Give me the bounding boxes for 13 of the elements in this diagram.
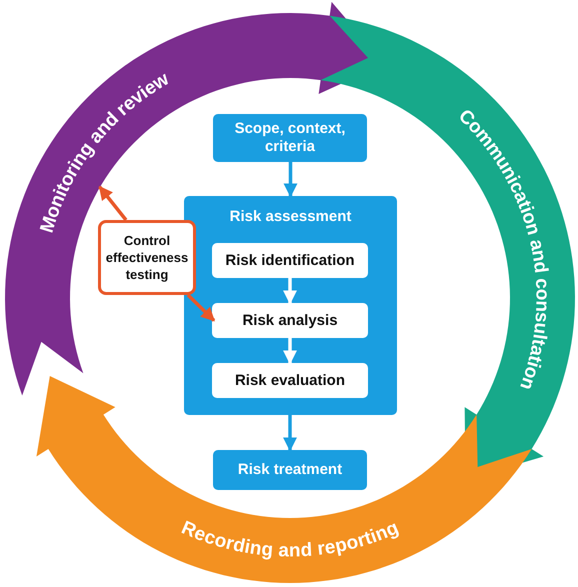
process-box: Risk identification (212, 243, 368, 278)
process-box: Risk evaluation (212, 363, 368, 398)
arrow (186, 294, 216, 322)
arrow (284, 162, 298, 198)
arrow (283, 278, 297, 304)
arrow (283, 338, 297, 364)
process-box: Risk analysis (212, 303, 368, 338)
arrow (98, 186, 128, 222)
arrow (283, 415, 297, 452)
note-box: Control effectiveness testing (98, 220, 196, 295)
group-heading: Risk assessment (228, 208, 352, 225)
process-box: Scope, context, criteria (213, 114, 367, 162)
process-box: Risk treatment (213, 450, 367, 490)
